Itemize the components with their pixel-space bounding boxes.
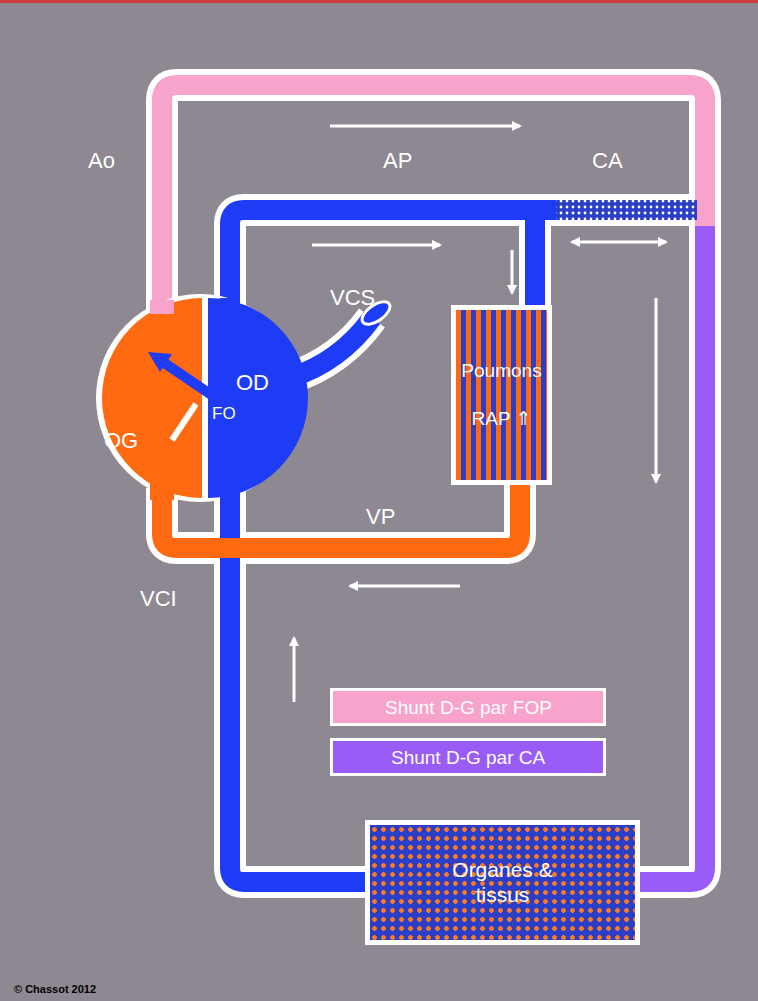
part-label: OG xyxy=(104,430,138,452)
box-text: Organes & tissus xyxy=(443,858,563,906)
descending-shunt-tube xyxy=(640,226,705,882)
vessels xyxy=(162,85,705,882)
part-label: VP xyxy=(366,506,395,528)
pulmonary-artery-tube xyxy=(230,210,556,310)
legend-text: Shunt D-G par CA xyxy=(391,748,545,767)
part-label: VCI xyxy=(140,588,177,610)
part-label: Ao xyxy=(88,150,115,172)
flow-arrows xyxy=(294,126,666,702)
heart xyxy=(96,294,308,502)
aorta-tube xyxy=(162,85,705,312)
part-label: CA xyxy=(592,150,623,172)
part-label: AP xyxy=(383,150,412,172)
part-label: © Chassot 2012 xyxy=(14,984,96,995)
legend-text: Shunt D-G par FOP xyxy=(385,698,552,717)
box-text: RAP ⇑ xyxy=(472,408,532,430)
organs-box: Organes & tissus xyxy=(365,820,640,945)
ductus-arteriosus xyxy=(556,200,697,220)
pulmonary-branch-tube xyxy=(525,210,545,308)
lung-box: PoumonsRAP ⇑ xyxy=(451,305,552,485)
top-rule xyxy=(0,0,758,3)
part-label: VCS xyxy=(330,287,375,309)
part-label: OD xyxy=(236,372,269,394)
vessel-outlines xyxy=(162,85,705,882)
part-label: FO xyxy=(212,405,236,422)
box-text: Poumons xyxy=(461,360,541,382)
